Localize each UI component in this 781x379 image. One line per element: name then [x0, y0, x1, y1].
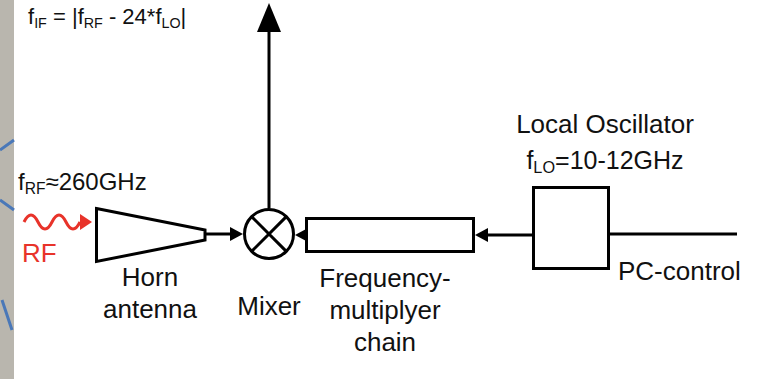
if-output-arrowhead [257, 3, 281, 32]
mixer-cross [252, 217, 287, 252]
multiplier-box: Frequency-multiplyer chain [305, 217, 475, 253]
node-label: fLO=10-12GHz [515, 144, 695, 176]
rf-wave [24, 215, 80, 229]
connector-line [205, 233, 233, 236]
signal-connector [475, 228, 532, 242]
horn-antenna-outline [95, 207, 205, 263]
oscillator-box-outline [532, 186, 610, 270]
subscript: RF [84, 15, 103, 31]
oscillator-box: Local OscillatorfLO=10-12GHz [532, 186, 610, 270]
horn-outline [97, 209, 206, 262]
rf-wave-arrowhead [80, 214, 92, 230]
pc-control-label: PC-control [618, 256, 741, 287]
photo-edge [0, 0, 14, 379]
if-formula: fIF = |fRF - 24*fLO| [28, 4, 186, 30]
signal-connector [205, 227, 243, 241]
node-label: Local Oscillator [515, 108, 695, 140]
mixer-symbol: Mixer [243, 208, 295, 260]
rf-signal-name: RF [22, 238, 57, 269]
arrowhead [475, 228, 488, 242]
horn-antenna: Horn antenna [95, 207, 205, 263]
mixer-circle [245, 210, 294, 259]
subscript: IF [34, 15, 47, 31]
multiplier-box-outline [305, 217, 475, 253]
if-output-line [268, 28, 271, 208]
node-label: Horn antenna [90, 261, 210, 325]
subscript: LO [162, 15, 181, 31]
node-label: Frequency-multiplyer chain [300, 262, 470, 358]
mixer-outline [245, 210, 294, 259]
pc-control-line [610, 233, 737, 236]
subscript: RF [25, 180, 46, 197]
box-outline [307, 219, 474, 252]
subscript: LO [533, 158, 555, 176]
node-label: Mixer [219, 290, 319, 322]
mixer-symbol-outline [243, 208, 295, 260]
connector-line [485, 234, 532, 237]
rf-frequency: fRF≈260GHz [18, 168, 147, 196]
arrowhead [230, 227, 243, 241]
photo-cable [0, 140, 14, 330]
box-outline [534, 188, 609, 269]
